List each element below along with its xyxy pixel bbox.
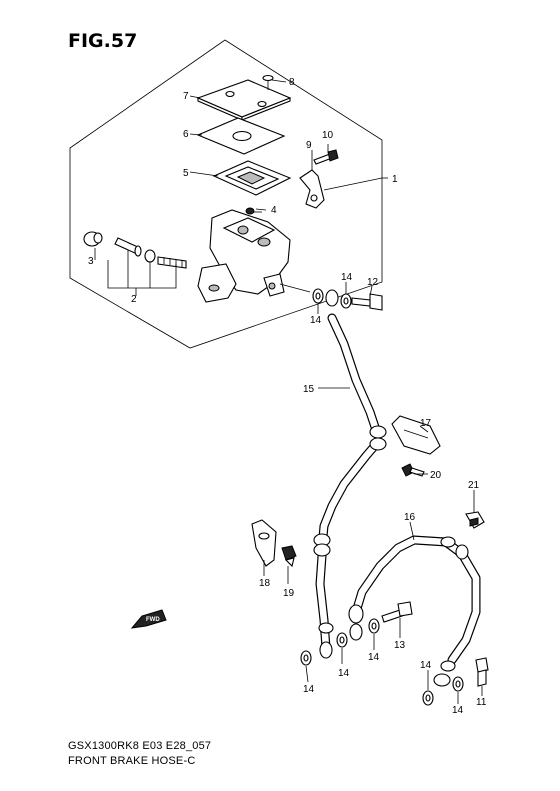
small-screw [245, 207, 262, 215]
master-cylinder-body [197, 209, 291, 303]
lower-washers [300, 650, 464, 706]
callout-16: 16 [404, 512, 416, 523]
callout-14a: 14 [341, 272, 353, 283]
callout-8: 8 [289, 77, 295, 88]
callout-21: 21 [468, 480, 480, 491]
reservoir-cover [196, 79, 292, 121]
callout-10: 10 [322, 130, 334, 141]
brake-hose-upper [313, 313, 387, 659]
callout-11: 11 [476, 697, 487, 708]
cover-screw [262, 74, 274, 90]
banjo-bolt-top [312, 288, 383, 311]
figure-title: FIG.57 [68, 30, 138, 52]
assembly-boundary [69, 39, 383, 349]
callout-17: 17 [420, 418, 432, 429]
callout-13: 13 [394, 640, 406, 651]
forward-direction-arrow: FWD [130, 609, 167, 629]
clamp-bolt [313, 149, 339, 165]
piston-kit [114, 237, 187, 269]
callout-14e: 14 [303, 684, 315, 695]
leader-lines [94, 79, 483, 704]
callout-18: 18 [259, 578, 271, 589]
callout-3: 3 [88, 256, 94, 267]
hose-clamp-17 [391, 415, 441, 455]
callout-7: 7 [183, 91, 189, 102]
callout-14c: 14 [368, 652, 380, 663]
callout-4: 4 [271, 205, 277, 216]
model-code: GSX1300RK8 E03 E28_057 [68, 740, 212, 752]
fwd-label: FWD [146, 617, 160, 623]
hose-clamp-18 [251, 519, 277, 567]
reservoir-plate [196, 117, 286, 155]
diaphragm [212, 160, 292, 196]
hose-clip-21 [465, 511, 485, 529]
piston-ring [83, 231, 103, 247]
callout-14g: 14 [452, 705, 464, 716]
callout-19: 19 [283, 588, 295, 599]
callout-12: 12 [367, 277, 379, 288]
callout-6: 6 [183, 129, 189, 140]
callout-2: 2 [131, 294, 137, 305]
callout-5: 5 [183, 168, 189, 179]
handlebar-clamp [299, 169, 325, 209]
callouts: 1 2 3 4 5 6 7 8 9 10 11 12 13 14 14 14 1… [88, 77, 487, 716]
callout-1: 1 [392, 174, 398, 185]
callout-14f: 14 [420, 660, 432, 671]
callout-14b: 14 [310, 315, 322, 326]
banjo-bolt-middle [336, 601, 413, 648]
brake-hose-lower [348, 535, 481, 687]
clamp-bolt-19 [281, 545, 297, 568]
banjo-bolt-11 [475, 657, 489, 687]
callout-14d: 14 [338, 668, 350, 679]
figure-caption: FRONT BRAKE HOSE-C [68, 755, 196, 767]
callout-15: 15 [303, 384, 315, 395]
callout-20: 20 [430, 470, 442, 481]
callout-9: 9 [306, 140, 312, 151]
